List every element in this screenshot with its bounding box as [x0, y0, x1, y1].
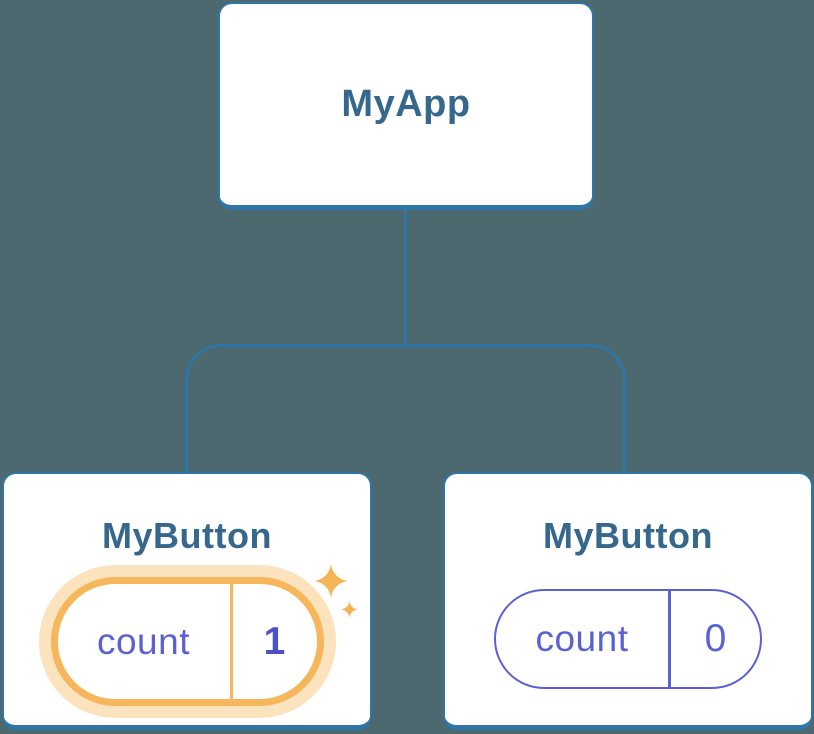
state-pill-divider: [229, 584, 233, 699]
node-label-myapp: MyApp: [341, 83, 471, 125]
state-pill-plain: count 0: [494, 589, 762, 689]
connector-stem: [404, 209, 407, 345]
state-pill-highlight-halo: count 1: [38, 565, 336, 718]
state-value: 0: [704, 617, 727, 660]
state-pill-divider: [668, 591, 671, 687]
state-name: count: [535, 618, 629, 659]
node-label-mybutton-2: MyButton: [543, 515, 713, 556]
sparkle-icon: [314, 564, 358, 618]
state-name: count: [96, 620, 190, 662]
node-card-mybutton-2: MyButton count 0: [443, 472, 813, 730]
state-value: 1: [263, 619, 286, 663]
connector-bracket: [185, 344, 626, 472]
node-card-mybutton-1: MyButton count 1: [2, 472, 372, 730]
state-pill-highlighted: count 1: [50, 577, 324, 706]
node-label-mybutton-1: MyButton: [102, 515, 272, 556]
node-card-myapp: MyApp: [218, 2, 594, 210]
